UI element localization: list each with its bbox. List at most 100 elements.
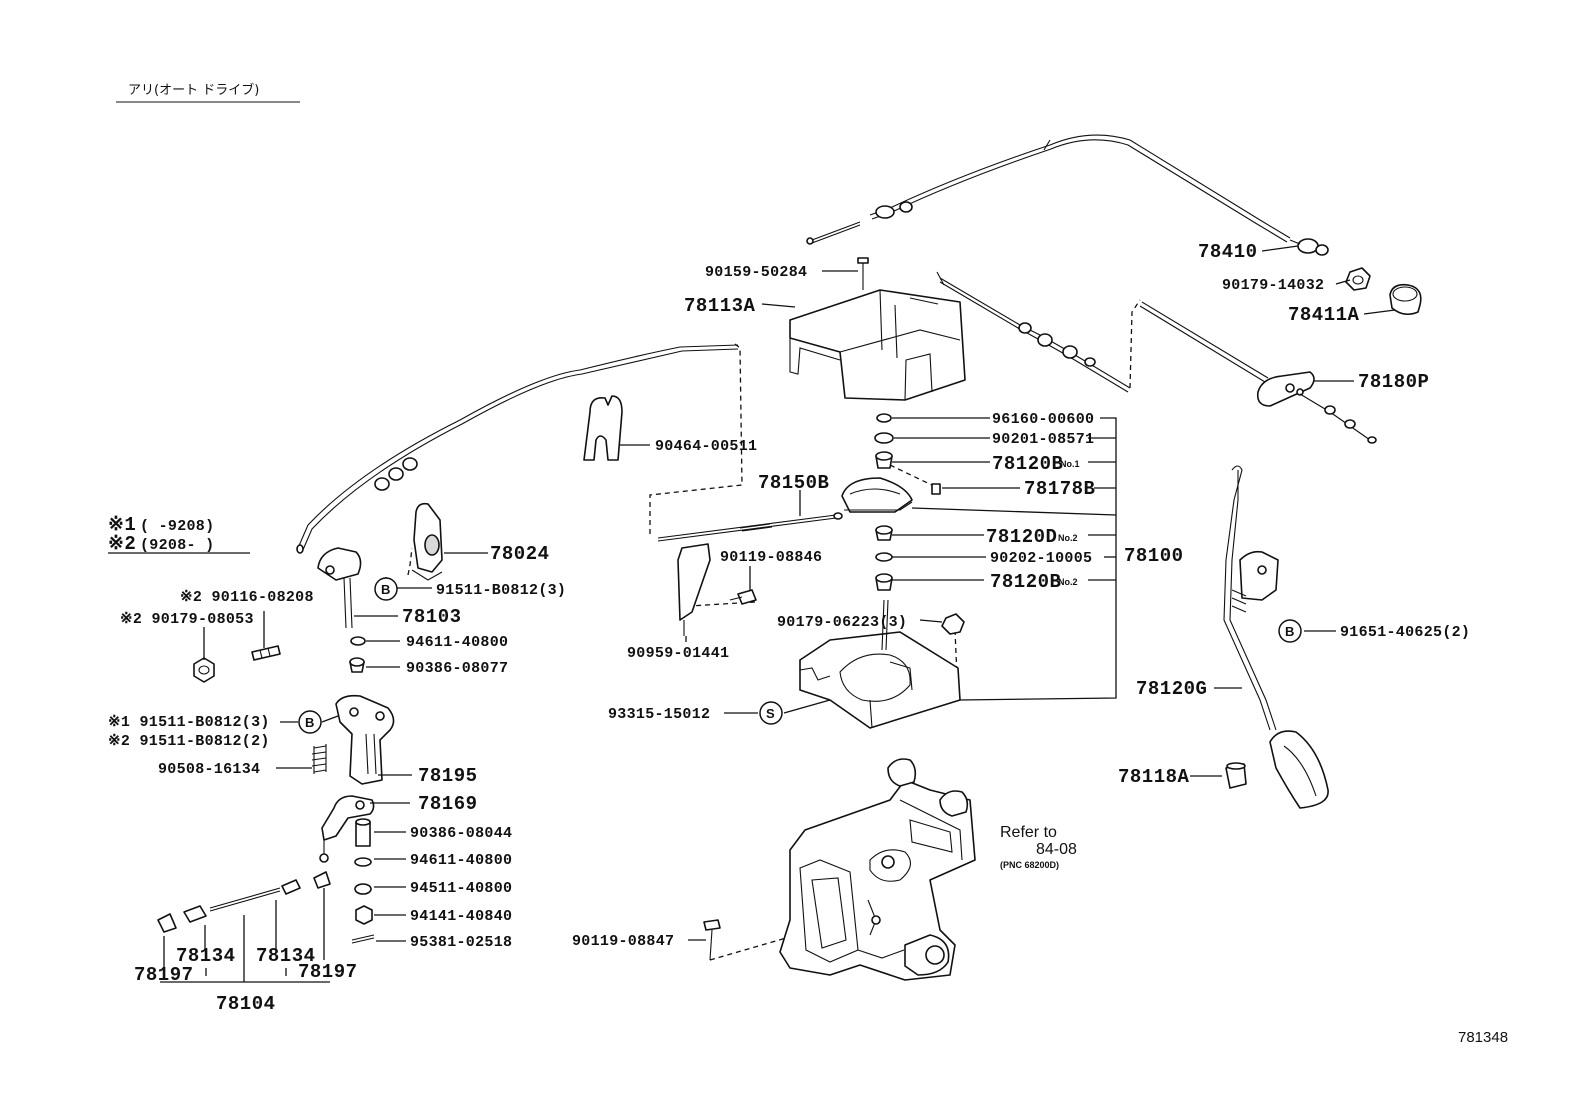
label-90119-08846: 90119-08846 <box>720 549 822 566</box>
pedal-78120G-shape <box>1223 465 1329 809</box>
legend-mark2-range: (9208- ) <box>140 537 214 554</box>
label-78104: 78104 <box>216 993 276 1015</box>
svg-text:B: B <box>1285 624 1294 639</box>
s-marker: S <box>759 701 783 725</box>
label-no2-b: No.2 <box>1058 577 1078 587</box>
label-no1: No.1 <box>1060 459 1080 469</box>
label-91511-B0812-3: 91511-B0812(3) <box>436 582 566 599</box>
label-90464-00511: 90464-00511 <box>655 438 757 455</box>
dash-78024 <box>407 547 413 576</box>
nut-90179-06223-shape <box>941 613 965 635</box>
svg-text:S: S <box>766 706 775 721</box>
label-93315-15012: 93315-15012 <box>608 706 710 723</box>
rod-78150B <box>657 512 843 542</box>
label-no2-a: No.2 <box>1058 533 1078 543</box>
bushing-78120B-no2 <box>875 573 893 591</box>
label-78197-b: 78197 <box>298 961 358 983</box>
b-marker-2: B <box>298 710 322 734</box>
label-94141-40840: 94141-40840 <box>410 908 512 925</box>
label-90508-16134: 90508-16134 <box>158 761 260 778</box>
label-95381-02518: 95381-02518 <box>410 934 512 951</box>
label-90959-01441: 90959-01441 <box>627 645 729 662</box>
label-78120G: 78120G <box>1136 678 1207 700</box>
bolt-90119-08846-shape <box>729 589 757 605</box>
bolt-90119-08847-shape <box>703 919 721 961</box>
nut-90179-08053-shape <box>193 657 215 683</box>
dash-90119-08847 <box>709 937 787 961</box>
label-94611-40800-b: 94611-40800 <box>410 852 512 869</box>
washer-94511-40800 <box>354 883 372 895</box>
label-96160-00600: 96160-00600 <box>992 411 1094 428</box>
b-marker-3: B <box>1278 619 1302 643</box>
b-marker-1: B <box>374 577 398 601</box>
refer-line-3: (PNC 68200D) <box>1000 860 1059 870</box>
label-78195: 78195 <box>418 765 478 787</box>
label-90386-08077: 90386-08077 <box>406 660 508 677</box>
stopper-78118A-shape <box>1225 762 1247 789</box>
figure-id: 781348 <box>1458 1029 1508 1046</box>
bushing-90386-08044 <box>355 818 371 847</box>
legend-mark2: ※2 <box>108 533 136 555</box>
label-78411A: 78411A <box>1288 304 1360 326</box>
bushing-78120D-no2 <box>875 525 893 541</box>
label-78178B: 78178B <box>1024 478 1095 500</box>
svg-text:B: B <box>305 715 314 730</box>
throttle-cable-upper <box>806 134 1291 245</box>
label-78134-a: 78134 <box>176 945 236 967</box>
label-90119-08847: 90119-08847 <box>572 933 674 950</box>
bushing-78120B-no1 <box>875 451 893 469</box>
washer-96160-00600 <box>876 413 892 423</box>
label-78118A: 78118A <box>1118 766 1190 788</box>
washer-90202-10005 <box>875 552 893 562</box>
label-78134-b: 78134 <box>256 945 316 967</box>
dash-cable-link <box>1129 299 1141 389</box>
leader-lines <box>108 245 1396 942</box>
label-78410: 78410 <box>1198 241 1258 263</box>
bracket-90959-01441-shape <box>677 543 711 636</box>
cable-left-upper <box>296 344 739 554</box>
cable-78410-end <box>1289 238 1329 256</box>
label-78197-a: 78197 <box>134 964 194 986</box>
legend-mark1: ※1 <box>108 514 136 536</box>
label-78113A: 78113A <box>684 295 756 317</box>
legend-mark1-range: ( -9208) <box>140 518 214 535</box>
pin-95381-02518 <box>351 934 375 944</box>
label-78169: 78169 <box>418 793 478 815</box>
label-90116-08208: ※2 90116-08208 <box>180 589 314 606</box>
label-91651-40625: 91651-40625(2) <box>1340 624 1470 641</box>
dash-left-cable <box>649 343 743 538</box>
label-78120B-no2: 78120B <box>990 571 1061 593</box>
label-78103: 78103 <box>402 606 462 628</box>
nut-94141-40840 <box>355 905 373 925</box>
label-78180P: 78180P <box>1358 371 1429 393</box>
label-78120D-no2: 78120D <box>986 526 1057 548</box>
throttle-body-shape <box>779 758 976 981</box>
lever-78169-shape <box>319 795 375 863</box>
bracket-78024-shape <box>411 502 443 581</box>
label-91511-m2: ※2 91511-B0812(2) <box>108 733 270 750</box>
cover-78113A-shape <box>789 289 966 401</box>
label-90179-14032: 90179-14032 <box>1222 277 1324 294</box>
bolt-90159-50284-shape <box>857 257 869 290</box>
washer-94611-40800-b <box>354 857 372 867</box>
stud-90116-08208-shape <box>251 645 281 661</box>
rod-78104-brackets <box>160 888 330 983</box>
label-90179-08053: ※2 90179-08053 <box>120 611 254 628</box>
bracket-78195-shape <box>335 694 395 785</box>
label-90386-08044: 90386-08044 <box>410 825 512 842</box>
refer-line-1: Refer to <box>1000 824 1057 841</box>
label-78150B: 78150B <box>758 472 829 494</box>
label-91511-m1: ※1 91511-B0812(3) <box>108 714 270 731</box>
svg-text:B: B <box>381 582 390 597</box>
label-90201-08571: 90201-08571 <box>992 431 1094 448</box>
rod-78180P <box>1139 301 1377 444</box>
bushing-90386-08077 <box>349 657 365 673</box>
diagram-title: アリ(オート ドライブ) <box>128 82 259 98</box>
label-90202-10005: 90202-10005 <box>990 550 1092 567</box>
label-90179-06223: 90179-06223(3) <box>777 614 907 631</box>
nut-90179-14032-shape <box>1345 267 1371 291</box>
label-78120B-no1: 78120B <box>992 453 1063 475</box>
spring-90508-16134-shape <box>311 744 327 774</box>
